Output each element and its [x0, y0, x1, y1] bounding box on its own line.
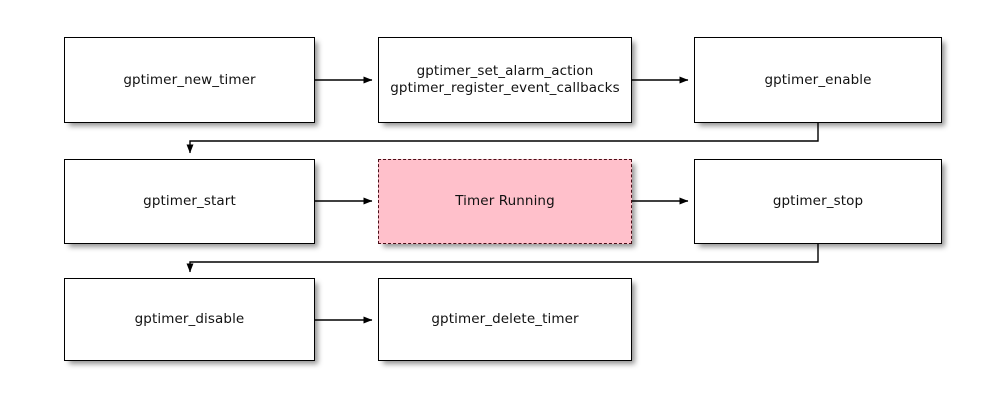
- edge-stop-to-disable: [186, 244, 819, 273]
- node-gptimer-start[interactable]: gptimer_start: [64, 159, 315, 244]
- node-label: gptimer_new_timer: [123, 71, 256, 88]
- node-gptimer-set-alarm-action[interactable]: gptimer_set_alarm_action gptimer_registe…: [378, 37, 632, 123]
- node-gptimer-new-timer[interactable]: gptimer_new_timer: [64, 37, 315, 123]
- node-label: gptimer_delete_timer: [431, 311, 579, 327]
- node-gptimer-enable[interactable]: gptimer_enable: [694, 37, 942, 123]
- node-label: gptimer_stop: [772, 193, 864, 209]
- node-gptimer-stop[interactable]: gptimer_stop: [694, 159, 942, 244]
- node-gptimer-delete-timer[interactable]: gptimer_delete_timer: [378, 278, 632, 361]
- node-label: gptimer_disable: [134, 311, 245, 327]
- node-gptimer-disable[interactable]: gptimer_disable: [64, 278, 315, 361]
- node-label: gptimer_set_alarm_action gptimer_registe…: [390, 63, 620, 96]
- node-timer-running-state[interactable]: Timer Running: [378, 159, 632, 244]
- edge-enable-to-start: [186, 123, 819, 154]
- node-label: gptimer_enable: [764, 71, 872, 88]
- node-label: gptimer_start: [143, 193, 236, 209]
- node-label: Timer Running: [455, 193, 555, 209]
